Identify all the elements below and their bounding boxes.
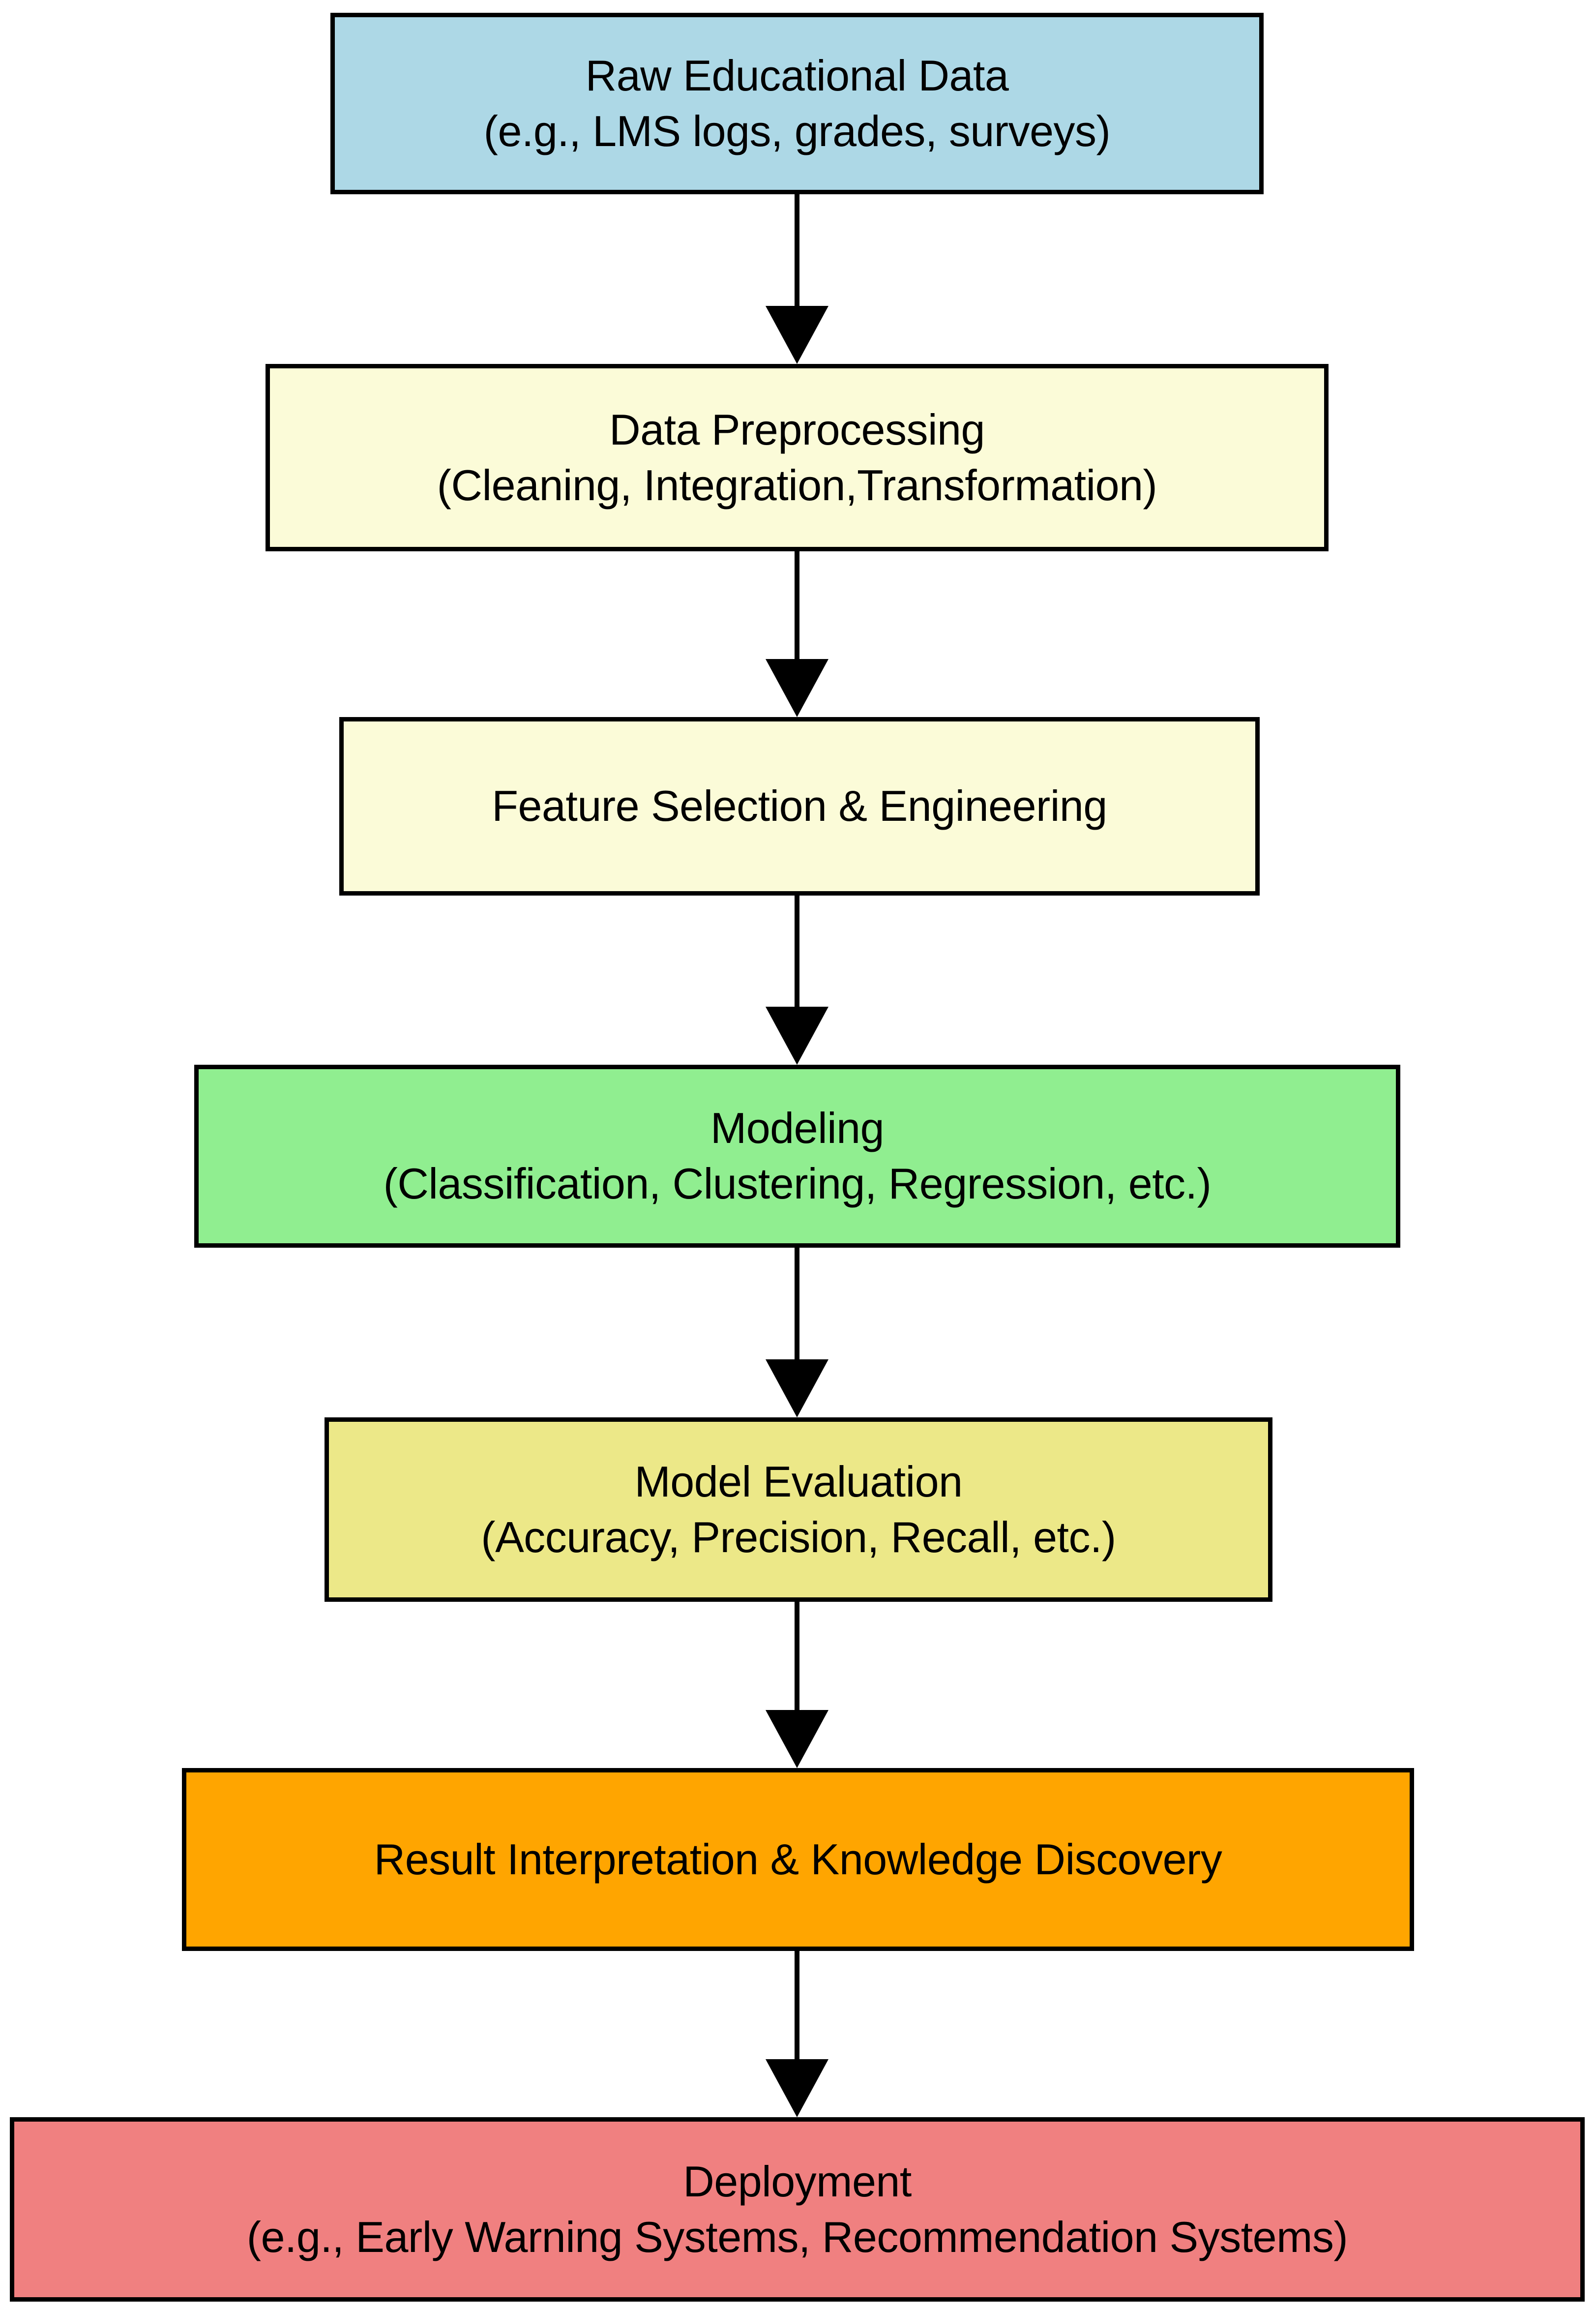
node-model-evaluation[interactable]: Model Evaluation (Accuracy, Precision, Re… xyxy=(325,1417,1272,1602)
node-data-preprocessing[interactable]: Data Preprocessing (Cleaning, Integration… xyxy=(266,364,1329,551)
node-label-line: (e.g., Early Warning Systems, Recommenda… xyxy=(246,2212,1348,2261)
node-label-line: Raw Educational Data xyxy=(585,51,1009,100)
node-feature-selection-engineering[interactable]: Feature Selection & Engineering xyxy=(339,717,1260,896)
node-label-line: Model Evaluation xyxy=(634,1457,963,1506)
node-label-line: (Cleaning, Integration,Transformation) xyxy=(437,460,1157,510)
node-label-line: Deployment xyxy=(683,2157,912,2206)
node-label-line: Result Interpretation & Knowledge Discov… xyxy=(374,1834,1222,1884)
edge-preprocessing-to-feature xyxy=(766,551,828,717)
edge-raw-to-preprocessing xyxy=(766,194,828,364)
node-deployment[interactable]: Deployment (e.g., Early Warning Systems, … xyxy=(10,2117,1585,2302)
node-label-line: Modeling xyxy=(710,1104,885,1153)
node-label-line: Feature Selection & Engineering xyxy=(492,781,1107,831)
edge-result-to-deployment xyxy=(766,1951,828,2117)
node-result-interpretation-knowledge-discovery[interactable]: Result Interpretation & Knowledge Discov… xyxy=(182,1768,1414,1951)
edge-modeling-to-evaluation xyxy=(766,1248,828,1417)
node-label-line: (Accuracy, Precision, Recall, etc.) xyxy=(481,1512,1116,1561)
edge-evaluation-to-result xyxy=(766,1602,828,1768)
node-label-line: (Classification, Clustering, Regression,… xyxy=(383,1159,1212,1208)
node-raw-educational-data[interactable]: Raw Educational Data (e.g., LMS logs, gra… xyxy=(330,13,1264,194)
node-label-line: Data Preprocessing xyxy=(609,405,985,454)
node-label-line: (e.g., LMS logs, grades, surveys) xyxy=(483,106,1111,155)
node-modeling[interactable]: Modeling (Classification, Clustering, Reg… xyxy=(194,1065,1400,1248)
edge-feature-to-modeling xyxy=(766,896,828,1065)
